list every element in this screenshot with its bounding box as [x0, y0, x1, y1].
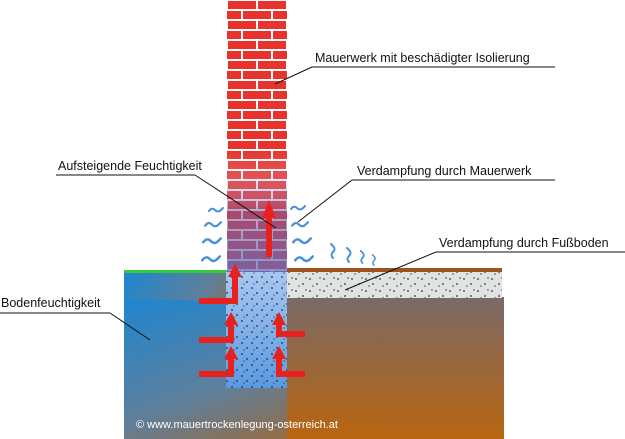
label-rising: Aufsteigende Feuchtigkeit [58, 159, 202, 173]
arrow-up-icon [199, 346, 238, 377]
label-soil: Bodenfeuchtigkeit [1, 296, 101, 310]
leader-rising-d [194, 174, 277, 229]
vapor-squiggle-icon [200, 255, 222, 263]
vapor-squiggle-icon [293, 255, 315, 263]
arrow-up-icon [262, 200, 276, 257]
arrow-up-icon [272, 312, 305, 337]
vapor-squiggle-icon [208, 207, 224, 213]
vapor-floor-group [330, 243, 376, 266]
leader-masonry [274, 66, 313, 85]
vapor-squiggle-icon [290, 205, 306, 211]
soil-right [287, 297, 504, 439]
floor-top [287, 268, 502, 272]
leader-soil-d [109, 312, 151, 341]
vapor-left-group [200, 207, 224, 263]
arrow-up-icon [199, 264, 242, 304]
label-masonry: Mauerwerk mit beschädigter Isolierung [315, 51, 530, 65]
label-evap-floor: Verdampfung durch Fußboden [439, 236, 609, 250]
vapor-squiggle-icon [291, 221, 309, 228]
vapor-squiggle-icon [330, 243, 336, 259]
vapor-squiggle-icon [371, 254, 376, 266]
grass-line [124, 270, 227, 273]
vapor-squiggle-icon [202, 237, 222, 245]
wall-moisture-shade [227, 0, 287, 272]
arrow-up-icon [272, 346, 305, 377]
vapor-squiggle-icon [292, 237, 312, 245]
arrow-up-icon [199, 312, 238, 343]
vapor-right-group [290, 205, 315, 263]
vapor-squiggle-icon [359, 250, 365, 264]
leader-lines [0, 66, 625, 341]
leader-evap-wall-d [297, 179, 353, 223]
vapor-squiggle-icon [204, 221, 222, 228]
floor-slab-dots [287, 271, 502, 298]
vapor-squiggle-icon [346, 247, 352, 263]
label-evap-wall: Verdampfung durch Mauerwerk [357, 164, 532, 178]
moisture-arrows [199, 200, 305, 377]
copyright-text: © www.mauertrockenlegung-osterreich.at [136, 419, 338, 431]
leader-evap-floor-d [344, 251, 437, 291]
